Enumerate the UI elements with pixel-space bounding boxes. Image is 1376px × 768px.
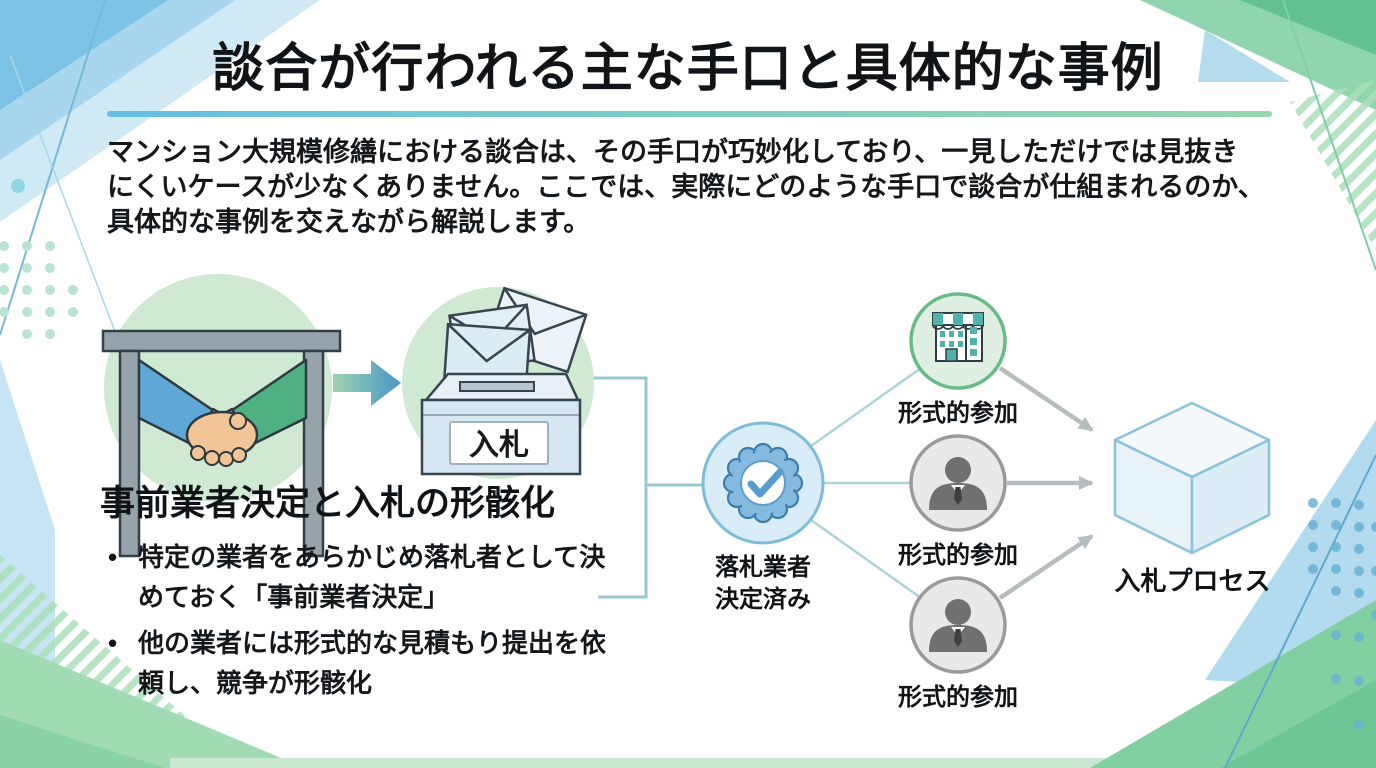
page-title: 談合が行われる主な手口と具体的な事例 — [212, 40, 1164, 98]
bullet-list: 特定の業者をあらかじめ落札者として決めておく「事前業者決定」 他の業者には形式的… — [102, 537, 622, 709]
badge-label-line: 決定済み — [715, 586, 811, 613]
corner-triangle — [0, 0, 168, 110]
badge-to-bottom-line — [810, 518, 922, 600]
diagonal-line — [9, 54, 121, 346]
winner-badge-icon — [701, 421, 825, 545]
storefront-building — [932, 312, 984, 362]
table — [101, 329, 342, 558]
corner-triangle — [1198, 30, 1290, 82]
ballot-box-icon: 入札 — [402, 286, 594, 479]
person-silhouette — [929, 457, 987, 510]
participant-label: 形式的参加 — [898, 684, 1018, 711]
diagonal-line — [1282, 0, 1376, 271]
corner-triangle — [1220, 680, 1376, 768]
person-silhouette — [929, 599, 987, 652]
diagonal-line — [1224, 454, 1376, 768]
badge-label: 落札業者 決定済み — [688, 552, 838, 616]
corner-triangle — [1240, 0, 1376, 55]
badge-label-line: 落札業者 — [715, 554, 811, 581]
intro-line: マンション大規模修繕における談合は、その手口が巧妙化しており、一見しただけでは見… — [107, 137, 1239, 167]
businessperson-icon — [909, 434, 1007, 532]
corner-triangle — [0, 640, 305, 768]
arrow-top-to-cube — [998, 366, 1094, 432]
flow-arrow-icon — [333, 360, 401, 406]
list-item: 特定の業者をあらかじめ落札者として決めておく「事前業者決定」 — [102, 537, 622, 617]
checkmark-icon — [747, 468, 784, 498]
handshake — [137, 358, 308, 467]
ballot-box-label: 入札 — [469, 429, 529, 462]
envelopes — [442, 286, 588, 390]
corner-triangle — [0, 715, 165, 768]
list-item: 他の業者には形式的な見積もり提出を依頼し、競争が形骸化 — [102, 623, 622, 703]
corner-triangle — [1205, 420, 1376, 690]
bottom-strip — [170, 758, 1180, 768]
arrow-bottom-to-cube — [998, 534, 1094, 600]
bracket-connector — [580, 376, 648, 599]
handshake-under-table-icon — [101, 274, 342, 558]
box: 入札 — [420, 372, 582, 476]
dot-grid-left — [0, 179, 78, 339]
storefront-icon — [909, 292, 1007, 390]
badge-to-top-line — [810, 366, 922, 448]
participant-label: 形式的参加 — [898, 400, 1018, 427]
section-heading: 事前業者決定と入札の形骸化 — [100, 484, 556, 523]
dot-grid-right — [1308, 498, 1376, 730]
intro-paragraph: マンション大規模修繕における談合は、その手口が巧妙化しており、一見しただけでは見… — [107, 135, 1265, 240]
participant-label: 形式的参加 — [898, 542, 1018, 569]
intro-line: 具体的な事例を交えながら解説します。 — [107, 207, 591, 237]
businessperson-icon — [909, 576, 1007, 674]
process-label: 入札プロセス — [1114, 566, 1271, 596]
intro-line: にくいケースが少なくありません。ここでは、実際にどのような手口で談合が仕組まれる… — [107, 172, 1265, 202]
title-underline — [107, 111, 1272, 117]
cube-icon — [1113, 401, 1271, 555]
